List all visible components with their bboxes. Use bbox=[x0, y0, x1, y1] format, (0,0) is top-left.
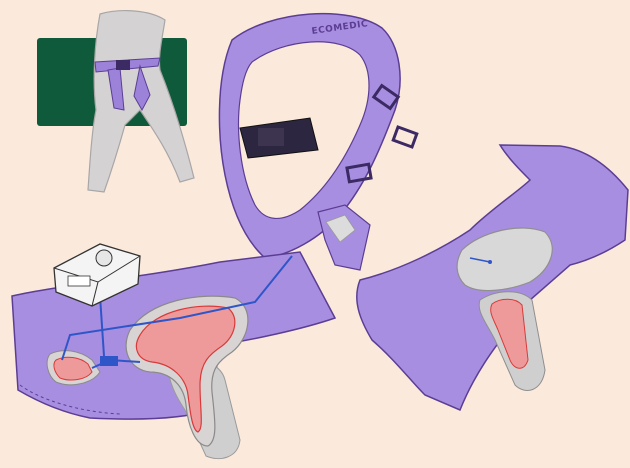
harness-buckle bbox=[116, 60, 130, 70]
harness-clip-inner bbox=[258, 128, 284, 146]
right-sensor-dot bbox=[488, 260, 492, 264]
sensor-knob bbox=[96, 250, 112, 266]
sensor-port bbox=[68, 276, 90, 286]
